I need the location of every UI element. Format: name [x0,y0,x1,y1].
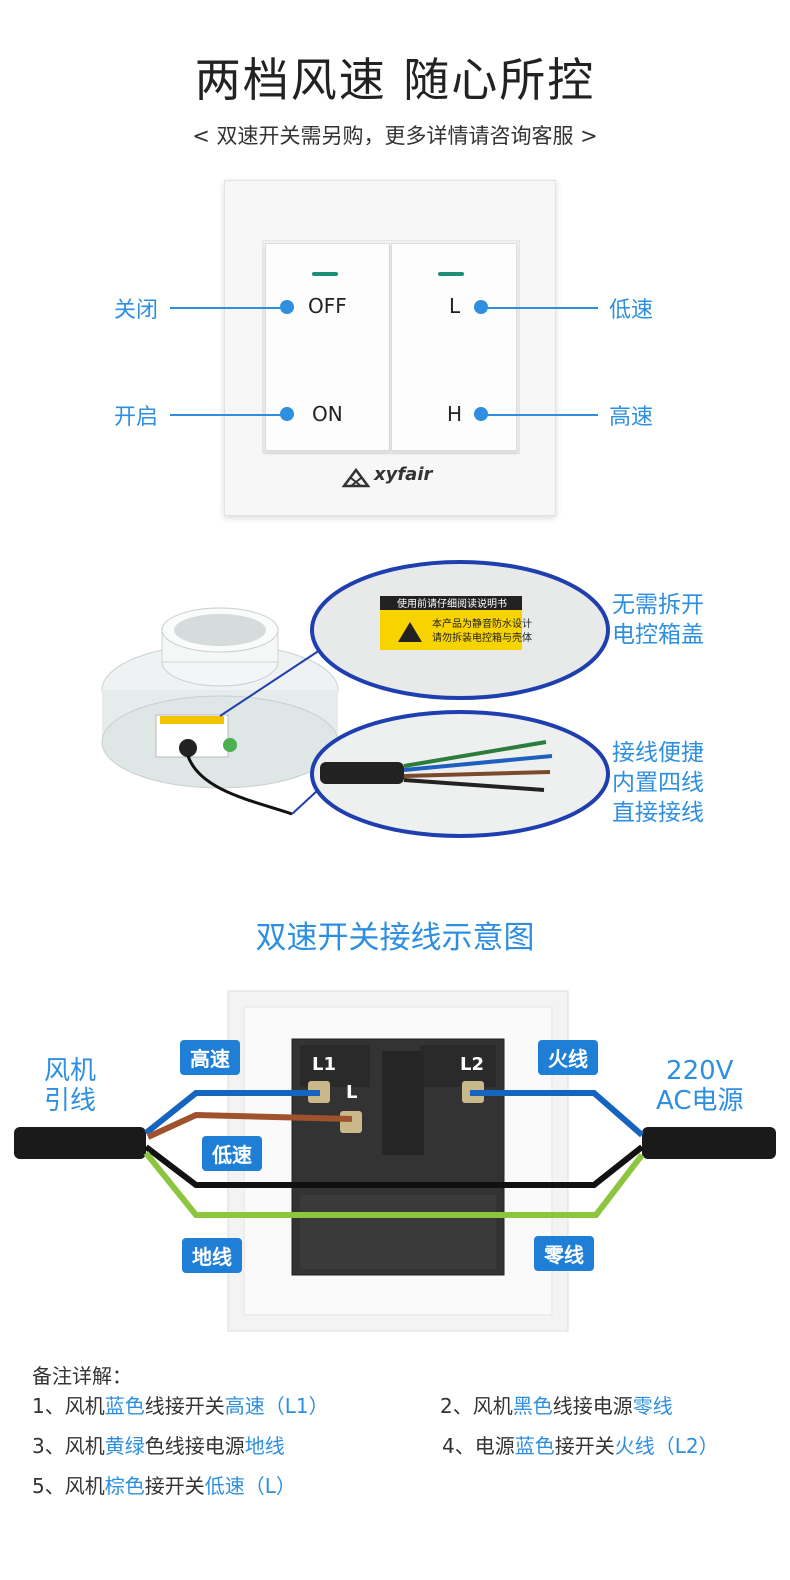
callout-close: 关闭 [114,298,159,323]
callout-line-low [486,307,598,309]
note-4-c: 接开关 [554,1434,615,1458]
rocker-right [391,243,517,451]
power-label-line-1: 220V [666,1056,734,1086]
note-2: 2、风机黑色线接电源零线 [440,1390,673,1419]
power-label-line-2: AC电源 [656,1086,744,1116]
notes-heading: 备注详解： [32,1364,132,1388]
note-2-b: 黑色 [512,1394,553,1418]
tag-ground: 地线 [182,1238,242,1273]
note-no-open-line-1: 无需拆开 [612,592,704,618]
subtitle: < 双速开关需另购，更多详情请咨询客服 > [192,124,598,148]
note-easy-wiring-line-2: 内置四线 [612,770,704,796]
sticker-line-1: 本产品为静音防水设计 [432,619,532,630]
brand-name: xyfair [374,464,433,485]
note-easy-wiring-line-3: 直接接线 [612,800,704,826]
note-4-a: 4、电源 [442,1434,515,1458]
note-1-b: 蓝色 [104,1394,145,1418]
tag-low-speed: 低速 [202,1136,262,1171]
note-3-a: 3、风机 [32,1434,105,1458]
note-easy-wiring-line-1: 接线便捷 [612,740,704,766]
note-2-c: 线接电源 [552,1394,633,1418]
indicator-led-right [438,272,464,276]
sticker-title: 使用前请仔细阅读说明书 [397,599,507,610]
note-1-a: 1、风机 [32,1394,105,1418]
note-4-d: 火线（L2） [614,1434,719,1458]
tag-live: 火线 [538,1040,598,1075]
callout-low-speed: 低速 [609,298,654,323]
note-3-d: 地线 [244,1434,285,1458]
xyfair-logo-icon [342,467,370,488]
wiring-diagram [14,990,776,1332]
note-1: 1、风机蓝色线接开关高速（L1） [32,1390,329,1419]
callout-line-open [170,414,282,416]
terminal-l1: L1 [312,1054,336,1075]
note-5-b: 棕色 [104,1474,145,1498]
note-5-a: 5、风机 [32,1474,105,1498]
wiring-title: 双速开关接线示意图 [255,920,535,956]
note-2-d: 零线 [632,1394,673,1418]
note-5-c: 接开关 [144,1474,205,1498]
note-5-d: 低速（L） [204,1474,296,1498]
fan-lead-label-line-1: 风机 [44,1056,97,1086]
callout-dot-open [280,407,294,421]
page-title: 两档风速 随心所控 [194,53,596,107]
low-label: L [449,294,461,318]
note-4-b: 蓝色 [514,1434,555,1458]
fan-illustration [101,560,610,838]
callout-line-close [170,307,282,309]
callout-dot-close [280,300,294,314]
callout-open: 开启 [114,405,159,430]
note-1-c: 线接开关 [144,1394,225,1418]
tag-neutral: 零线 [534,1236,594,1271]
note-easy-wiring: 接线便捷 内置四线 直接接线 [612,738,704,828]
note-2-a: 2、风机 [440,1394,513,1418]
terminal-l: L [346,1082,358,1103]
on-label: ON [312,402,343,426]
sticker-line-2: 请勿拆装电控箱与壳体 [432,633,532,644]
high-label: H [447,402,463,426]
note-4: 4、电源蓝色接开关火线（L2） [442,1430,719,1459]
tag-high-speed: 高速 [180,1040,240,1075]
off-label: OFF [308,294,347,318]
callout-dot-high [474,407,488,421]
indicator-led-left [312,272,338,276]
fan-lead-label: 风机 引线 [44,1056,96,1116]
note-3-c: 色线接电源 [144,1434,245,1458]
note-5: 5、风机棕色接开关低速（L） [32,1470,296,1499]
note-3-b: 黄绿 [104,1434,145,1458]
note-1-d: 高速（L1） [224,1394,329,1418]
callout-line-high [486,414,598,416]
callout-high-speed: 高速 [609,405,654,430]
note-no-open-line-2: 电控箱盖 [612,622,704,648]
callout-dot-low [474,300,488,314]
note-no-open: 无需拆开 电控箱盖 [612,590,704,650]
note-3: 3、风机黄绿色线接电源地线 [32,1430,285,1459]
power-label: 220V AC电源 [656,1056,743,1116]
fan-lead-label-line-2: 引线 [44,1086,97,1116]
terminal-l2: L2 [460,1054,484,1075]
